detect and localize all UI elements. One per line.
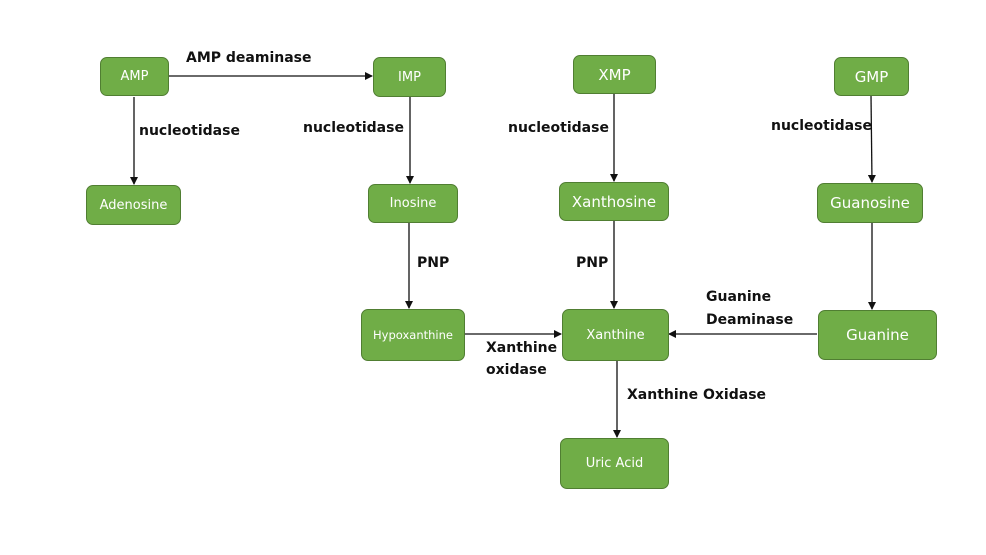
node-gmp: GMP <box>834 57 909 96</box>
node-amp-label: AMP <box>120 69 149 84</box>
arrow-gmp-to-guanosine <box>867 94 876 183</box>
node-xanthosine-label: Xanthosine <box>571 192 657 211</box>
node-adenosine: Adenosine <box>86 185 181 225</box>
node-gmp-label: GMP <box>854 67 889 86</box>
label-nucleotidase-xmp: nucleotidase <box>508 120 609 136</box>
node-guanosine: Guanosine <box>817 183 923 223</box>
label-nucleotidase-imp: nucleotidase <box>303 120 404 136</box>
label-nucleotidase-amp: nucleotidase <box>139 123 240 139</box>
node-imp: IMP <box>373 57 446 97</box>
node-inosine: Inosine <box>368 184 458 223</box>
node-hypoxanthine: Hypoxanthine <box>361 309 465 361</box>
node-inosine-label: Inosine <box>389 196 437 211</box>
node-adenosine-label: Adenosine <box>99 197 168 213</box>
label-pnp-inosine: PNP <box>417 255 450 271</box>
label-guanine-deaminase-line1: Guanine <box>706 289 772 305</box>
label-nucleotidase-gmp: nucleotidase <box>771 118 872 134</box>
node-imp-label: IMP <box>398 69 421 85</box>
node-xmp-label: XMP <box>598 65 631 84</box>
node-xanthine-label: Xanthine <box>586 327 645 343</box>
label-amp-deaminase: AMP deaminase <box>186 50 312 66</box>
node-xanthine: Xanthine <box>562 309 669 361</box>
label-xanthine-oxidase-line1: Xanthine <box>486 340 558 356</box>
node-xmp: XMP <box>573 55 656 94</box>
label-xanthine-oxidase-uric: Xanthine Oxidase <box>627 387 767 403</box>
node-hypoxanthine-label: Hypoxanthine <box>373 328 453 342</box>
label-guanine-deaminase-line2: Deaminase <box>706 312 794 328</box>
node-guanine-label: Guanine <box>846 326 909 344</box>
label-pnp-xanthosine: PNP <box>576 255 609 271</box>
node-guanine: Guanine <box>818 310 937 360</box>
node-guanosine-label: Guanosine <box>830 194 910 212</box>
node-xanthosine: Xanthosine <box>559 182 669 221</box>
node-uric-acid-label: Uric Acid <box>585 456 644 471</box>
label-xanthine-oxidase-line2: oxidase <box>486 362 547 378</box>
node-amp: AMP <box>100 57 169 96</box>
node-uric-acid: Uric Acid <box>560 438 669 489</box>
